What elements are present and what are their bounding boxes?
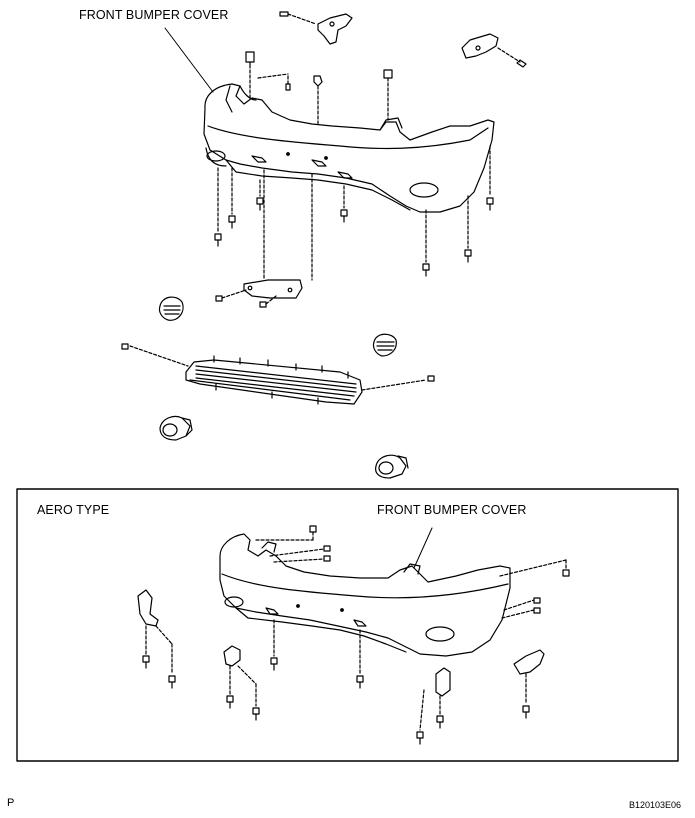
- fog-lamp-cover-left: [158, 296, 184, 321]
- bolt-lower-left-3: [256, 179, 264, 211]
- label-corner-p: P: [7, 797, 15, 809]
- aero-bolt-center: [356, 629, 364, 689]
- bolt-lower-right-3: [486, 145, 494, 211]
- label-front-bumper-cover-aero: FRONT BUMPER COVER: [377, 503, 527, 517]
- fog-lamp-left: [159, 415, 193, 441]
- bolt-lower-center: [340, 185, 348, 223]
- clip-top-3: [313, 75, 323, 125]
- bolt-lower-right-2: [464, 195, 472, 263]
- bolt-lower-left-1: [214, 167, 222, 247]
- aero-type-frame: [16, 488, 679, 762]
- label-figure-code: B120103E06: [629, 800, 682, 810]
- bolt-top-1: [245, 51, 255, 99]
- fog-lamp-cover-right: [372, 333, 397, 357]
- bolt-lower-left-2: [228, 167, 236, 229]
- screw-top-center: [279, 11, 317, 25]
- aero-screw-1: [255, 525, 317, 541]
- aero-screw-2: [269, 545, 331, 563]
- leader-line-top: [164, 27, 214, 93]
- aero-bracket-mid-right: [416, 667, 451, 745]
- front-bumper-cover-top: [203, 83, 495, 213]
- lower-grille: [121, 343, 435, 405]
- bracket-top-right: [461, 33, 499, 59]
- aero-screw-right-2: [501, 597, 541, 619]
- aero-screw-right-1: [499, 559, 570, 577]
- label-aero-type: AERO TYPE: [37, 503, 110, 517]
- fog-lamp-right: [375, 454, 409, 479]
- leader-line-aero: [413, 527, 433, 569]
- bolt-lower-right-1: [422, 209, 430, 277]
- aero-bracket-right: [513, 649, 545, 719]
- aero-bracket-mid-left: [223, 645, 260, 721]
- bolt-top-4: [383, 69, 393, 121]
- label-front-bumper-cover-top: FRONT BUMPER COVER: [79, 8, 229, 22]
- bracket-top-center: [317, 13, 353, 45]
- screw-top-right: [497, 47, 527, 68]
- front-bumper-cover-aero: [219, 533, 511, 657]
- aero-bracket-left: [137, 589, 176, 689]
- lower-center-bracket: [215, 169, 313, 308]
- screw-top-2: [257, 73, 291, 91]
- aero-bolt-center-left: [270, 619, 278, 671]
